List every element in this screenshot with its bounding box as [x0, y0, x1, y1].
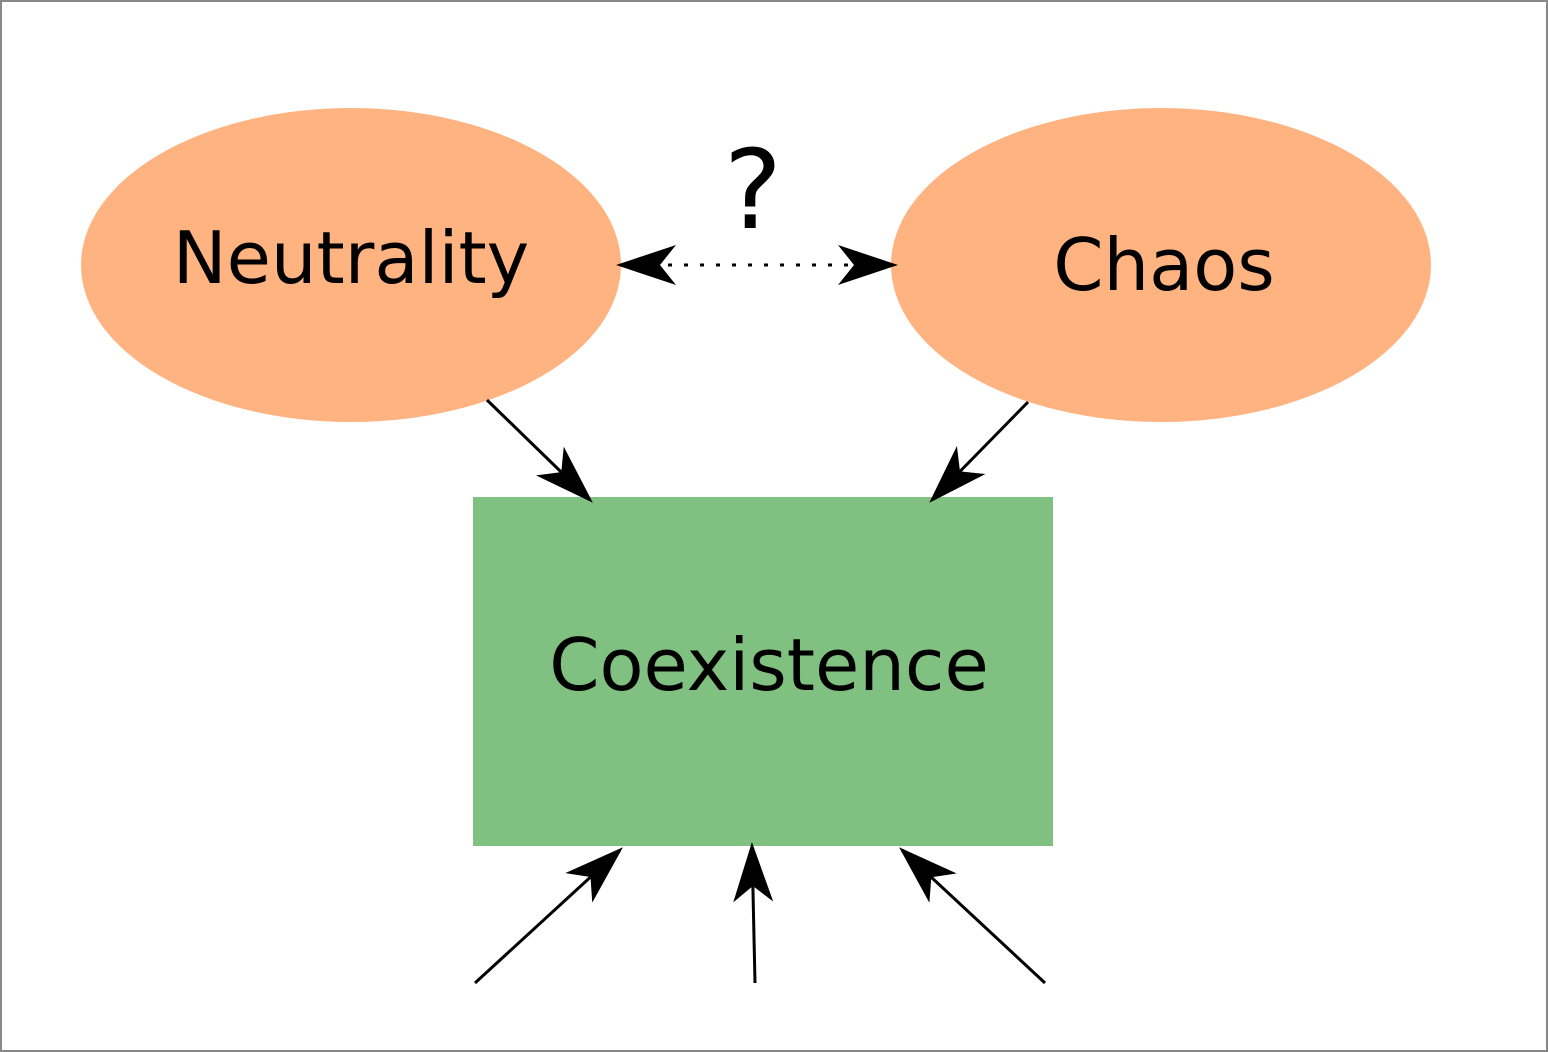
neutrality-ellipse — [81, 108, 621, 422]
edge-external-left-to-coexistence — [473, 847, 623, 985]
edge-external-right-to-coexistence — [899, 847, 1047, 985]
node-neutrality: Neutrality — [81, 108, 621, 422]
node-coexistence: Coexistence — [473, 497, 1053, 846]
neutrality-label: Neutrality — [173, 216, 530, 300]
chaos-label: Chaos — [1053, 223, 1275, 307]
edge-chaos-to-coexistence — [929, 400, 1030, 503]
node-chaos: Chaos — [891, 108, 1431, 422]
coexistence-box — [473, 497, 1053, 846]
relation-question-label: ? — [724, 126, 782, 254]
chaos-ellipse — [891, 108, 1431, 422]
edge-external-center-to-coexistence — [733, 842, 774, 984]
coexistence-label: Coexistence — [549, 623, 989, 707]
edge-neutrality-to-coexistence — [485, 398, 593, 503]
